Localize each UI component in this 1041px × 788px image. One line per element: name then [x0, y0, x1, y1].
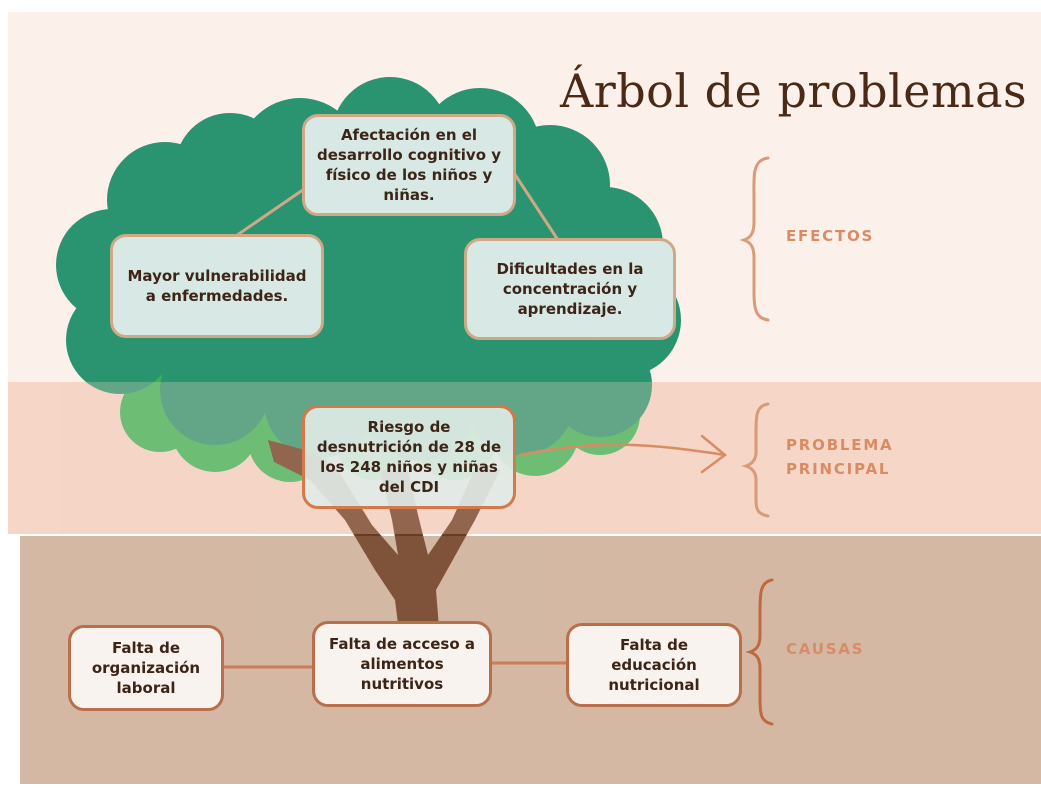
causes-label: CAUSAS: [786, 640, 865, 658]
effects-brace: [739, 156, 770, 322]
cause-center-box: Falta de acceso a alimentos nutritivos: [312, 621, 492, 707]
effects-label: EFECTOS: [786, 227, 875, 245]
cause-right-box: Falta de educación nutricional: [566, 623, 742, 707]
effect-top-box: Afectación en el desarrollo cognitivo y …: [302, 114, 516, 216]
effect-right-box: Dificultades en la concentración y apren…: [464, 238, 676, 340]
cause-left-box: Falta de organización laboral: [68, 625, 224, 711]
causes-brace: [745, 578, 774, 726]
effect-connectors: [229, 169, 560, 242]
problem-label: PROBLEMA PRINCIPAL: [786, 436, 894, 478]
main-problem-box: Riesgo de desnutrición de 28 de los 248 …: [302, 405, 516, 509]
problem-brace: [741, 402, 770, 518]
diagram-title: Árbol de problemas: [560, 64, 1028, 118]
cause-connectors: [224, 661, 568, 669]
effect-left-box: Mayor vulnerabilidad a enfermedades.: [110, 234, 324, 338]
problem-arrow: [518, 434, 728, 474]
